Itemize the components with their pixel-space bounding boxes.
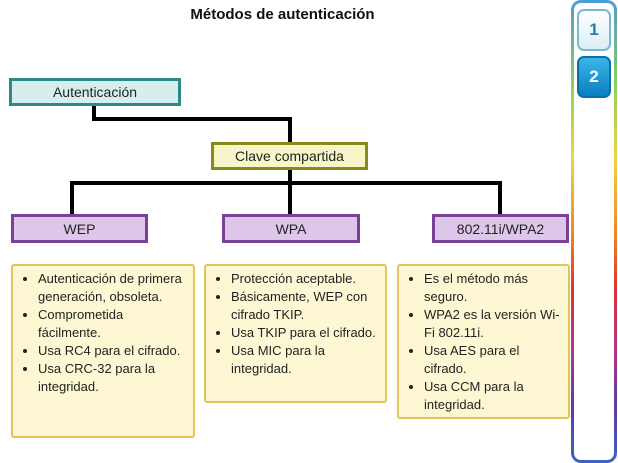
connector-shared-down	[288, 170, 292, 184]
list-item: Usa CCM para la integridad.	[424, 378, 564, 414]
page-2-button[interactable]: 2	[577, 56, 611, 98]
list-item: Básicamente, WEP con cifrado TKIP.	[231, 288, 381, 324]
node-wpa: WPA	[222, 214, 360, 243]
node-authentication: Autenticación	[9, 78, 181, 106]
wpa2-notes: Es el método más seguro. WPA2 es la vers…	[397, 264, 570, 419]
connector-methods-horizontal	[70, 181, 502, 185]
list-item: Es el método más seguro.	[424, 270, 564, 306]
list-item: Usa RC4 para el cifrado.	[38, 342, 189, 360]
list-item: Autenticación de primera generación, obs…	[38, 270, 189, 306]
connector-to-wpa2	[498, 181, 502, 215]
connector-root-down	[92, 106, 96, 120]
wep-notes: Autenticación de primera generación, obs…	[11, 264, 195, 438]
page-title: Métodos de autenticación	[190, 6, 375, 23]
wpa-notes: Protección aceptable. Básicamente, WEP c…	[204, 264, 387, 403]
node-wpa2: 802.11i/WPA2	[432, 214, 569, 243]
list-item: Usa MIC para la integridad.	[231, 342, 381, 378]
connector-to-wep	[70, 181, 74, 215]
connector-to-wpa	[288, 181, 292, 215]
list-item: Usa TKIP para el cifrado.	[231, 324, 381, 342]
list-item: Comprometida fácilmente.	[38, 306, 189, 342]
node-wep: WEP	[11, 214, 148, 243]
list-item: Usa CRC-32 para la integridad.	[38, 360, 189, 396]
list-item: Usa AES para el cifrado.	[424, 342, 564, 378]
list-item: Protección aceptable.	[231, 270, 381, 288]
page-1-button[interactable]: 1	[577, 9, 611, 51]
list-item: WPA2 es la versión Wi-Fi 802.11i.	[424, 306, 564, 342]
connector-root-horizontal	[92, 117, 290, 121]
connector-to-shared	[288, 117, 292, 143]
node-shared-key: Clave compartida	[211, 142, 368, 170]
